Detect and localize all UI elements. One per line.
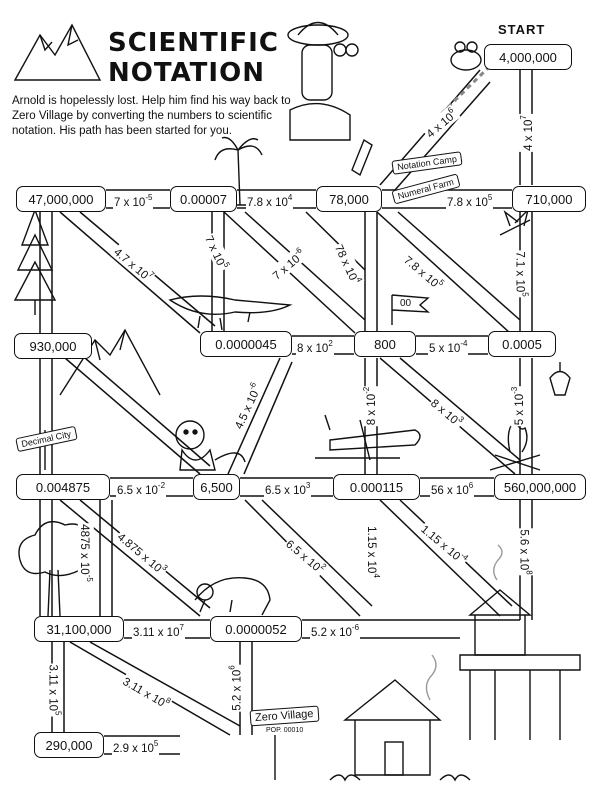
- flag-text: 00: [400, 298, 412, 309]
- label-3-11x10-7: 3.11 x 107: [132, 623, 185, 639]
- box-78000[interactable]: 78,000: [316, 186, 382, 212]
- label-5-2x10-neg6: 5.2 x 10-6: [310, 623, 361, 639]
- sign-zero-village-population: POP. 00010: [266, 727, 304, 734]
- box-47000000[interactable]: 47,000,000: [16, 186, 106, 212]
- box-800[interactable]: 800: [354, 331, 416, 357]
- label-5x10-neg4: 5 x 10-4: [428, 339, 469, 355]
- label-8x10-neg2: 8 x 10-2: [362, 385, 379, 427]
- label-6-5x10-neg2: 6.5 x 10-2: [116, 481, 167, 497]
- box-0-0000052[interactable]: 0.0000052: [210, 616, 302, 642]
- title-line-1: SCIENTIFIC: [108, 28, 279, 58]
- box-710000[interactable]: 710,000: [512, 186, 586, 212]
- box-0-00007[interactable]: 0.00007: [170, 186, 237, 212]
- label-6-5x10-3: 6.5 x 103: [264, 481, 312, 497]
- box-0-004875[interactable]: 0.004875: [16, 474, 110, 500]
- box-0-0005[interactable]: 0.0005: [488, 331, 556, 357]
- box-930000[interactable]: 930,000: [14, 333, 92, 359]
- title-line-2: NOTATION: [108, 58, 265, 88]
- start-label: START: [498, 22, 546, 37]
- box-290000[interactable]: 290,000: [34, 732, 104, 758]
- box-0-000115[interactable]: 0.000115: [333, 474, 420, 500]
- box-31100000[interactable]: 31,100,000: [34, 616, 124, 642]
- label-8x10-2: 8 x 102: [296, 339, 334, 355]
- label-5-2x10-6: 5.2 x 106: [227, 664, 244, 712]
- label-5-6x10-8: 5.6 x 108: [517, 528, 534, 576]
- label-7x10-neg5: 7 x 10-5: [113, 193, 154, 209]
- box-start-4000000[interactable]: 4,000,000: [484, 44, 572, 70]
- box-560000000[interactable]: 560,000,000: [494, 474, 586, 500]
- label-1-15x10-4: 1.15 x 104: [364, 525, 381, 579]
- label-5x10-neg3: 5 x 10-3: [510, 385, 527, 427]
- box-0-0000045[interactable]: 0.0000045: [200, 331, 292, 357]
- box-6500[interactable]: 6,500: [193, 474, 240, 500]
- label-7-8x10-4: 7.8 x 104: [246, 193, 294, 209]
- label-2-9x10-5: 2.9 x 105: [112, 739, 160, 755]
- label-3-11x10-5: 3.11 x 105: [46, 663, 63, 717]
- label-7-1x10-5: 7.1 x 105: [513, 250, 530, 298]
- instructions-text: Arnold is hopelessly lost. Help him find…: [12, 95, 291, 137]
- label-56x10-6: 56 x 106: [430, 481, 475, 497]
- label-7-8x10-5: 7.8 x 105: [446, 193, 494, 209]
- worksheet-title: SCIENTIFIC NOTATION: [108, 28, 298, 88]
- label-4875x10-neg5: 4875 x 10-5: [77, 523, 94, 583]
- label-4x10-7: 4 x 107: [518, 114, 535, 152]
